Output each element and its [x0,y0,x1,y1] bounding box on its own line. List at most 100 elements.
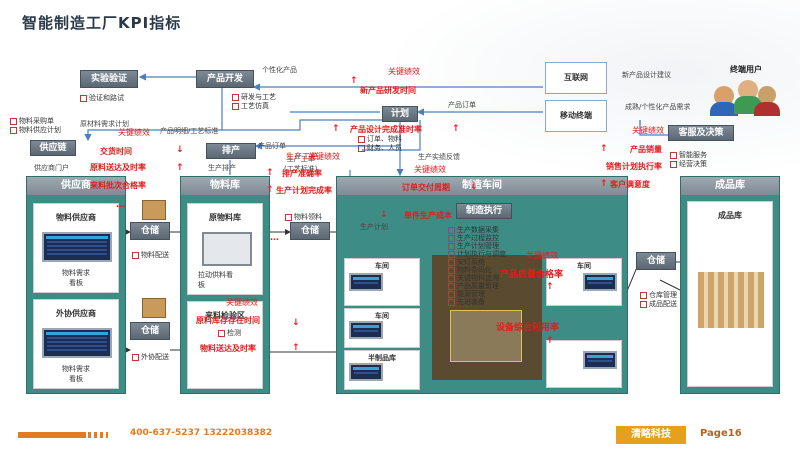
page-title: 智能制造工厂KPI指标 [22,14,182,32]
kpi-label-5: 原料送达及时率 [90,163,146,172]
semi-store-board [349,363,383,381]
kpi-label-22: 关键绩效 [226,298,258,307]
kpi-label-18: 客户满意度 [610,180,650,189]
phone-number: 400-637-5237 13222038382 [130,428,273,438]
label-product-order: 产品订单 [448,101,476,109]
label-new-demand: 新产品设计建议 [622,71,671,79]
page-number: Page16 [700,428,742,439]
workshop-core [450,310,522,362]
kpi-label-23: 原料库存存在时间 [196,316,260,325]
supplier-panel-title: 供应商 [27,177,125,195]
kpi-label-9: 关键绩效 [308,152,340,161]
product-dev-box[interactable]: 产品开发 [196,70,254,88]
workshop-1: 车间 [344,258,420,306]
kpi-label-11: 生产计划完成率 [276,186,332,195]
supplier-a-card: 物料供应商 物料需求 看板 [33,203,119,293]
warehouse-box-4[interactable]: 仓储 [636,252,676,270]
service-bullet-2: 经营决策 [670,159,707,169]
pick-bullet: 物料领料 [285,212,322,222]
workshop-3-board [583,273,617,291]
kpi-label-7: 产品设计完成准时率 [350,125,422,134]
exec-bullets: 生产数据采集 生产过程监控 生产计划管理 计划执行与调度 安灯系统 物料条码化 … [448,226,538,306]
workshop-panel-title: 制造车间 [337,177,627,195]
supplier-b-board [42,328,112,358]
supplier-b-board-label: 物料需求 看板 [62,365,90,383]
pull-board-label: 拉动供料看 板 [198,271,233,289]
kpi-arrow-9: ↓ [380,210,388,220]
plan-bullet-1: 订单、物料 [358,134,402,144]
plan-box[interactable]: 计划 [382,106,418,122]
workshop-1-label: 车间 [375,262,389,270]
service-bullet-1: 智能服务 [670,150,707,160]
warehouse-box-1[interactable]: 仓储 [130,222,170,240]
workshop-3-label: 车间 [577,262,591,270]
dots-1: … [116,200,125,210]
finished-store-label: 成品库 [718,211,742,220]
kpi-label-4: 交货时间 [100,147,132,156]
mat-out-bullet: 外协配送 [132,352,169,362]
supplier-panel: 供应商 物料供应商 物料需求 看板 外协供应商 物料需求 看板 [26,176,126,394]
scheduling-box[interactable]: 排产 [206,143,256,159]
kpi-arrow-3: ↑ [176,163,184,173]
semi-store: 半制品库 [344,350,420,390]
supplier-a-board [42,232,112,262]
exec-bullet-8: 能源管理 [448,290,538,298]
mat-in-bullet: 物料配送 [132,250,169,260]
kpi-label-15: 关键绩效 [632,126,664,135]
label-work-plan: 生产工单 (工艺标准) [284,155,318,173]
kpi-label-2: 新产品研发时间 [360,86,416,95]
footer-bar: 400-637-5237 13222038382 清略科技 Page16 [0,426,800,450]
warehouse-box-3[interactable]: 仓储 [290,222,330,240]
label-prod-plan: 生产计划 [360,223,388,231]
supply-bullet-2: 物料供应计划 [10,125,61,135]
semi-store-label: 半制品库 [368,354,396,362]
warehouse-box-2[interactable]: 仓储 [130,322,170,340]
label-product-order-2: 产品订单 [258,142,286,150]
service-decision-box[interactable]: 客服及决策 [668,125,734,141]
kpi-arrow-7: ↑ [266,185,274,195]
kpi-label-21: 设备综合利用率 [496,323,560,333]
kpi-arrow-4: ↑ [332,124,340,134]
kpi-arrow-2: ↓ [176,145,184,155]
box-icon-1 [142,200,166,220]
exec-bullet-9: 先进装备 [448,298,538,306]
kpi-label-12: 关键绩效 [414,165,446,174]
exec-bullet-3: 计划执行与调度 [448,250,538,258]
exec-bullet-4: 安灯系统 [448,258,538,266]
mobile-terminal-box[interactable]: 移动终端 [545,100,607,132]
kpi-label-3: 关键绩效 [118,128,150,137]
supplier-b-card: 外协供应商 物料需求 看板 [33,299,119,389]
workshop-4 [546,340,622,388]
check-bullet: 检测 [218,328,241,338]
exec-bullet-0: 生产数据采集 [448,226,538,234]
internet-box[interactable]: 互联网 [545,62,607,94]
label-raw-demand: 原材料需求计划 [80,120,129,128]
plan-bullet-2: 财务、人员 [358,143,402,153]
exec-box[interactable]: 制造执行 [456,203,512,219]
kpi-label-1: 关键绩效 [388,67,420,76]
supplier-a-label: 物料供应商 [56,213,96,222]
shelf-icon [698,272,764,328]
box-icon-2 [142,298,166,318]
label-bom: 产品明细/工艺标准 [160,127,219,135]
incoming-label: 来料检验区 [205,311,245,320]
kpi-label-6: 来料批次合格率 [90,181,146,190]
supply-chain-box[interactable]: 供应链 [30,140,76,156]
label-supplier-portal: 供应商门户 [34,164,69,172]
workshop-1-board [349,273,383,291]
workshop-4-board [583,351,617,369]
exec-bullet-7: 产品质量管理 [448,282,538,290]
kpi-arrow-1: ↑ [350,76,358,86]
workshop-2-label: 车间 [375,312,389,320]
kpi-label-20: 产品质量合格率 [500,270,564,280]
kpi-arrow-8: ↓ [470,182,478,192]
lab-validation-box[interactable]: 实验验证 [80,70,138,88]
workshop-2: 车间 [344,308,420,348]
exec-bullet-2: 生产计划管理 [448,242,538,250]
exec-bullet-5: 物料条码化 [448,266,538,274]
raw-store-label: 原物料库 [209,213,241,222]
finished-bullet-2: 成品配送 [640,299,677,309]
kpi-arrow-11: ↑ [600,179,608,189]
end-user-label: 终端用户 [730,65,762,74]
kpi-arrow-12: ↑ [546,282,554,292]
